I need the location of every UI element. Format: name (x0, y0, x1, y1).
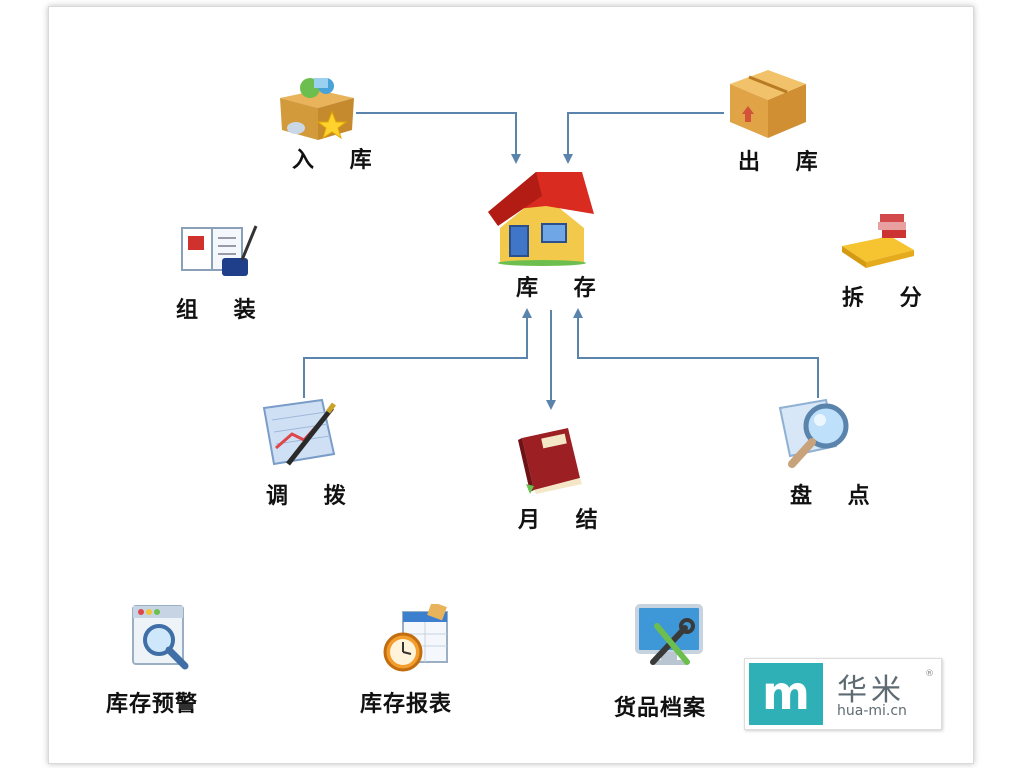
arrow-transfer-to-stock (303, 308, 532, 398)
goods-archive-label: 货品档案 (614, 696, 707, 721)
magnifier-icon (778, 398, 849, 468)
logo-mark: m (749, 663, 823, 725)
transfer-label: 调 拨 (266, 484, 360, 509)
split-label: 拆 分 (842, 286, 936, 311)
window-magnifier-icon (132, 605, 189, 670)
stacked-books-icon (842, 214, 914, 268)
stocktake-label: 盘 点 (790, 484, 884, 509)
logo-url: hua-mi.cn (837, 703, 907, 719)
node-stock-report: 库存报表 (360, 604, 470, 717)
node-stocktake: 盘 点 (776, 398, 870, 509)
outbound-label: 出 库 (738, 150, 832, 175)
node-transfer: 调 拨 (258, 398, 346, 509)
node-inbound: 入 库 (274, 72, 372, 173)
stock-label: 库 存 (516, 276, 610, 301)
node-monthly-close: 月 结 (508, 422, 598, 533)
warehouse-house-icon (488, 172, 594, 266)
arrow-inbound-to-stock (356, 112, 521, 164)
node-split: 拆 分 (836, 206, 922, 311)
huami-logo: m 华米 hua-mi.cn ® (744, 658, 942, 730)
arrow-outbound-to-stock (563, 112, 724, 164)
node-assembly: 组 装 (176, 222, 262, 323)
logo-chinese: 华米 (837, 673, 905, 708)
diagram-frame (48, 6, 974, 764)
chart-paper-pen-icon (262, 398, 336, 466)
inbound-label: 入 库 (292, 148, 386, 173)
stock-warning-label: 库存预警 (106, 692, 199, 717)
node-goods-archive: 货品档案 (614, 600, 724, 721)
assembly-label: 组 装 (176, 298, 270, 323)
closed-box-icon (730, 70, 806, 138)
monthly-close-label: 月 结 (518, 508, 612, 533)
arrow-stocktake-to-stock (573, 308, 819, 398)
calendar-clock-icon (383, 604, 448, 672)
node-stock: 库 存 (486, 166, 598, 301)
ledger-book-icon (518, 428, 582, 494)
open-box-icon (280, 78, 354, 140)
monitor-tools-icon (635, 604, 703, 665)
node-stock-warning: 库存预警 (106, 600, 216, 717)
book-pen-icon (181, 225, 258, 276)
logo-registered-mark: ® (925, 669, 934, 679)
node-outbound: 出 库 (722, 62, 818, 175)
stock-report-label: 库存报表 (360, 692, 453, 717)
